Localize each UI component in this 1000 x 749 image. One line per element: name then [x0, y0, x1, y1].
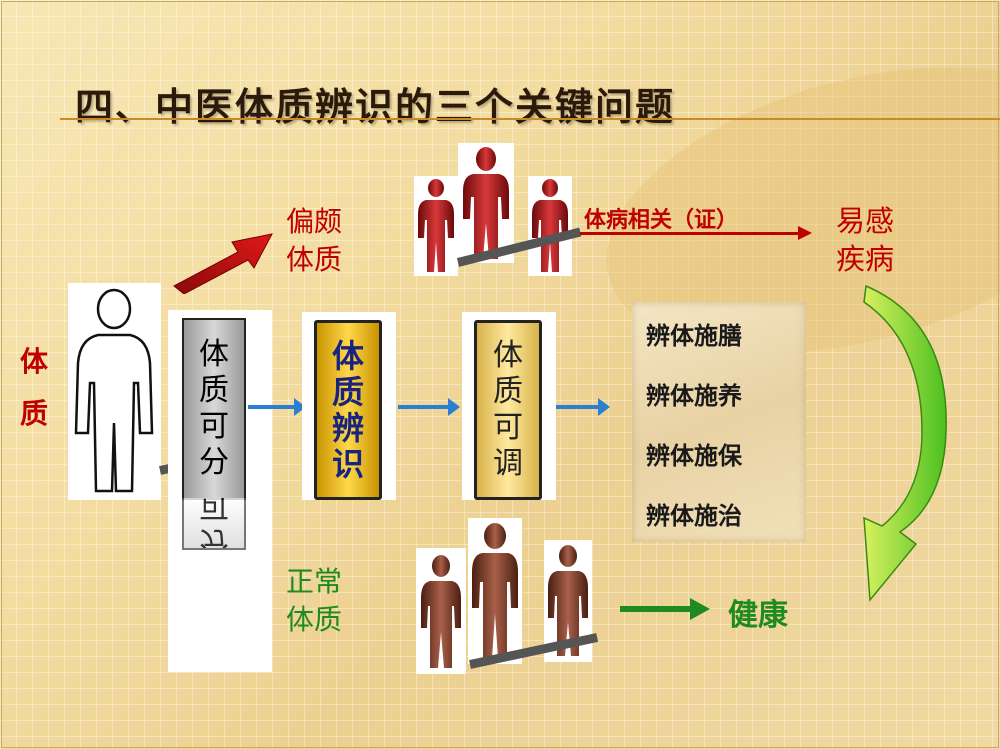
box3-char: 可 — [493, 410, 523, 445]
biased-constitution-label-1: 偏颇 — [286, 205, 343, 238]
person-brown-icon — [421, 555, 461, 668]
red-figure-card-3 — [528, 176, 572, 276]
normal-constitution-label-1: 正常 — [286, 565, 343, 598]
title-underline — [60, 118, 1000, 120]
person-red-icon — [463, 147, 509, 259]
flow-arrow-2 — [398, 398, 460, 416]
red-figure-card-2 — [458, 143, 514, 263]
box2-char: 体 — [331, 337, 364, 375]
person-red-icon — [532, 179, 568, 272]
health-arrow-head — [690, 598, 710, 620]
health-arrow — [620, 606, 692, 612]
box1-char: 分 — [199, 445, 229, 480]
method-item: 辨体施养 — [646, 382, 742, 410]
box2-char: 辨 — [331, 409, 364, 447]
left-label-top: 体 — [20, 345, 49, 378]
health-label: 健康 — [728, 598, 788, 633]
box1-char: 可 — [199, 409, 229, 444]
box1-reflection: 分 可 — [182, 498, 246, 550]
flow-arrow-1 — [248, 398, 306, 416]
flow-arrow-3 — [556, 398, 610, 416]
method-item: 辨体施治 — [646, 502, 742, 530]
method-item: 辨体施膳 — [646, 322, 742, 350]
box3-char: 体 — [493, 338, 523, 373]
box2-char: 识 — [331, 445, 364, 483]
box1-tile: 体 质 可 分 — [182, 318, 246, 500]
curved-green-arrow-icon — [863, 284, 947, 602]
box1-reflection-char: 分 — [199, 524, 229, 550]
box1-reflection-char: 可 — [199, 498, 229, 523]
box1-char: 体 — [199, 337, 229, 372]
person-brown-icon — [548, 545, 588, 656]
method-item: 辨体施保 — [646, 442, 742, 470]
brown-figure-card-2 — [468, 518, 522, 664]
box3-char: 调 — [493, 446, 523, 481]
red-arrow-up-icon — [173, 233, 273, 294]
relation-label: 体病相关（证） — [584, 207, 739, 233]
box3-char: 质 — [493, 374, 523, 409]
outline-figure-card — [68, 283, 161, 500]
left-label-bottom: 质 — [20, 397, 49, 430]
person-red-icon — [418, 179, 454, 272]
box3-tile: 体 质 可 调 — [474, 320, 542, 500]
slide-title: 四、中医体质辨识的三个关键问题 — [75, 85, 676, 129]
relation-arrow — [580, 232, 800, 235]
person-outline-icon — [74, 288, 154, 493]
person-brown-icon — [472, 523, 518, 658]
box2-char: 质 — [331, 373, 364, 411]
disease-label-1: 易感 — [836, 204, 895, 238]
methods-panel: 辨体施膳 辨体施养 辨体施保 辨体施治 — [632, 302, 806, 542]
box1-char: 质 — [199, 373, 229, 408]
box2-tile: 体 质 辨 识 — [314, 320, 382, 500]
red-figure-card-1 — [414, 176, 458, 276]
disease-label-2: 疾病 — [836, 242, 895, 276]
normal-constitution-label-2: 体质 — [286, 603, 343, 636]
biased-constitution-label-2: 体质 — [286, 243, 343, 276]
brown-figure-card-1 — [416, 548, 466, 674]
relation-arrow-head — [798, 226, 812, 240]
